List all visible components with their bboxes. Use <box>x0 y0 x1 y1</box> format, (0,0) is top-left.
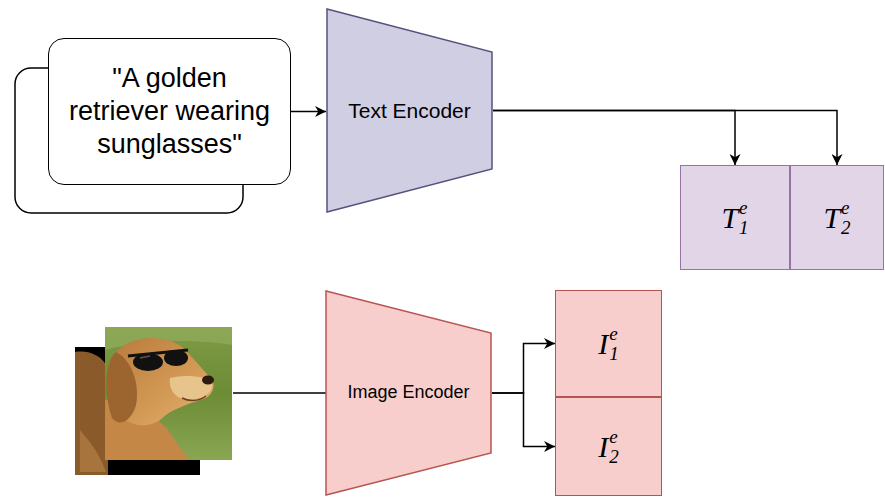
symbol-letter: I <box>598 329 608 359</box>
superscript: e <box>841 198 851 218</box>
dog-ear <box>106 352 137 422</box>
stacked-photo-dog <box>80 430 106 472</box>
math-symbol: Te2 <box>823 198 850 238</box>
dog-photo <box>105 327 232 460</box>
math-symbol: Te1 <box>721 198 748 238</box>
data-flow-arrow <box>291 111 326 113</box>
text-embedding: Te1 <box>680 165 790 270</box>
sunglasses-lens <box>133 353 163 371</box>
subscript: 2 <box>841 218 851 238</box>
image-encoder: Image Encoder <box>325 290 492 496</box>
index-stack: e2 <box>609 427 619 467</box>
image-embedding: Ie1 <box>555 290 662 397</box>
index-stack: e2 <box>841 198 851 238</box>
subscript: 1 <box>609 344 619 364</box>
encoder-shape <box>327 9 492 212</box>
text-embedding: Te2 <box>790 165 884 270</box>
subscript: 2 <box>609 447 619 467</box>
symbol-letter: T <box>823 203 840 233</box>
math-symbol: Ie2 <box>598 427 619 467</box>
photo-grass <box>105 327 232 460</box>
data-flow-arrow <box>492 344 555 394</box>
sunglasses-glint <box>140 356 150 358</box>
index-stack: e1 <box>739 198 749 238</box>
dog-nose <box>202 376 214 385</box>
symbol-letter: T <box>721 203 738 233</box>
superscript: e <box>609 427 619 447</box>
symbol-letter: I <box>598 432 608 462</box>
data-flow-arrow <box>492 393 555 447</box>
text-encoder: Text Encoder <box>326 8 493 213</box>
encoder-label: Text Encoder <box>348 98 471 124</box>
math-symbol: Ie1 <box>598 324 619 364</box>
prompt-card: "A golden retriever wearing sunglasses" <box>48 38 291 185</box>
image-embedding: Ie2 <box>555 397 662 496</box>
dog-mouth <box>182 396 206 400</box>
data-flow-arrow <box>493 111 735 166</box>
superscript: e <box>609 324 619 344</box>
index-stack: e1 <box>609 324 619 364</box>
encoder-shape <box>326 291 491 495</box>
superscript: e <box>739 198 749 218</box>
prompt-text: "A golden retriever wearing sunglasses" <box>62 62 277 161</box>
data-flow-arrow <box>493 111 837 166</box>
subscript: 1 <box>739 218 749 238</box>
encoder-label: Image Encoder <box>347 382 469 404</box>
stacked-photo-dog <box>75 352 108 475</box>
sunglasses-lens <box>164 350 188 366</box>
